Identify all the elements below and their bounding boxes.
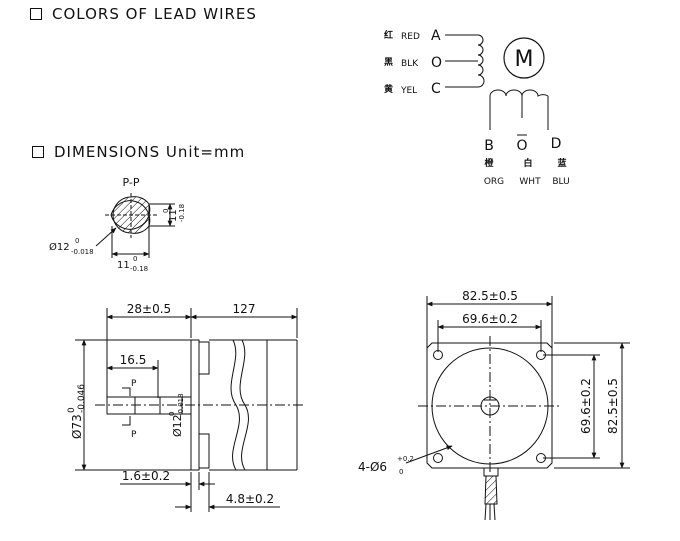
terminal-d: D <box>551 136 562 152</box>
hole-tol-upper: +0.2 <box>397 455 414 463</box>
dim-69-6-horizontal: 69.6±0.2 <box>462 312 518 326</box>
wiring-diagram <box>445 34 549 130</box>
dim-82-5-horizontal: 82.5±0.5 <box>462 289 518 303</box>
coil-b-d <box>489 89 549 97</box>
lead-cn-red: 红 <box>384 29 393 41</box>
dia-12-tol-upper: 0 <box>168 412 176 416</box>
lead-cn-wht: 白 <box>523 157 532 169</box>
p-mark-bottom: P <box>131 430 137 440</box>
mount-hole-tl <box>433 350 443 360</box>
dim-82-5-vertical: 82.5±0.5 <box>606 378 620 434</box>
lead-cn-yel: 黄 <box>384 83 393 95</box>
lead-cn-blu: 蓝 <box>557 157 566 169</box>
dia-12-label: Ø12 <box>171 414 184 437</box>
lead-color-wht: WHT <box>519 177 541 187</box>
side-view <box>75 308 305 512</box>
flat-main-label: 11 <box>168 209 179 222</box>
front-view <box>405 296 630 521</box>
dim-body-length: 127 <box>233 302 256 316</box>
dia-73-tol-upper: 0 <box>67 407 77 413</box>
mount-hole-bl <box>433 453 443 463</box>
lead-color-blu: BLU <box>552 177 569 187</box>
terminal-c: C <box>431 81 441 97</box>
width-tol-upper: 0 <box>133 255 137 263</box>
terminal-o-bottom: O <box>516 138 527 154</box>
coil-a-c <box>477 34 485 88</box>
dim-shaft-length: 28±0.5 <box>127 302 171 316</box>
dia-73-label: Ø73 <box>70 414 84 439</box>
lead-color-red: RED <box>401 32 420 42</box>
dim-1-6: 1.6±0.2 <box>122 469 170 483</box>
dia-main-label: Ø12 <box>49 241 70 253</box>
lead-cn-blk: 黑 <box>384 57 393 68</box>
hole-tol-lower: 0 <box>399 468 403 476</box>
motor-symbol <box>503 37 545 79</box>
width-tol-lower: -0.18 <box>130 265 148 273</box>
lead-color-org: ORG <box>484 177 504 187</box>
dia-12-tol-lower: -0.018 <box>177 393 185 416</box>
p-mark-top: P <box>131 379 137 389</box>
terminal-o-left: O <box>431 55 442 71</box>
front-flange-outline <box>426 342 553 469</box>
checkbox-icon <box>32 146 44 158</box>
shaft-section <box>95 193 175 258</box>
dimensions-title: DIMENSIONS Unit=mm <box>54 143 246 161</box>
lead-color-yel: YEL <box>400 86 417 96</box>
lead-cn-org: 橙 <box>484 157 494 169</box>
terminal-b: B <box>484 138 494 154</box>
dia-tol-lower: -0.018 <box>71 248 94 256</box>
lead-wire-colors-title: COLORS OF LEAD WIRES <box>52 5 257 23</box>
dia-tol-upper: 0 <box>75 237 79 245</box>
flat-tol-upper: 0 <box>162 209 170 213</box>
flat-tol-lower: -0.18 <box>178 204 186 222</box>
terminal-a: A <box>431 28 441 44</box>
motor-symbol-label: M <box>515 47 534 72</box>
lead-wire-colors-heading: COLORS OF LEAD WIRES <box>30 5 257 23</box>
dim-16-5: 16.5 <box>120 353 147 367</box>
dia-73-tol-lower: -0.046 <box>77 384 87 413</box>
section-label: P-P <box>123 176 140 189</box>
dimensions-heading: DIMENSIONS Unit=mm <box>32 143 245 161</box>
dim-69-6-vertical: 69.6±0.2 <box>579 378 593 434</box>
lead-color-blk: BLK <box>401 59 419 69</box>
dim-4-8: 4.8±0.2 <box>226 492 274 506</box>
hole-label: 4-Ø6 <box>358 460 387 474</box>
checkbox-icon <box>30 8 42 20</box>
width-main-label: 11 <box>117 260 130 271</box>
